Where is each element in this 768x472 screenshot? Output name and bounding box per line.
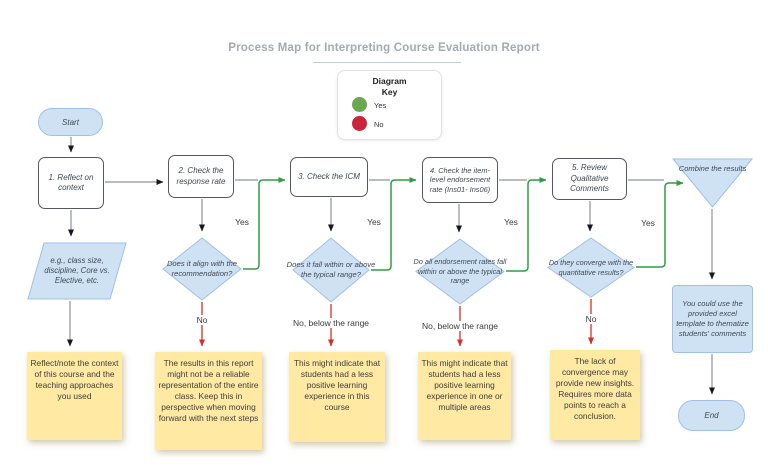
title-underline (313, 62, 461, 63)
edge-yes-1 (243, 177, 286, 270)
edge-yes-4 (636, 180, 684, 268)
start-node: Start (38, 108, 103, 136)
yes-color-icon (352, 97, 367, 112)
edge-label-no-3: No, below the range (410, 321, 510, 331)
legend-yes-label: Yes (374, 101, 387, 110)
step-4-check-endorsement-rate: 4. Check the item-level endorsement rate… (422, 157, 498, 203)
edge-label-yes-1: Yes (235, 217, 249, 227)
step-2-check-response-rate: 2. Check the response rate (168, 155, 234, 198)
edge-yes-3 (506, 177, 547, 272)
step-3-check-icm: 3. Check the ICM (290, 157, 368, 197)
edge-label-no-4: No (577, 314, 605, 324)
step-5-review-qualitative-comments: 5. Review Qualitative Comments (552, 158, 627, 200)
edge-label-no-1: No (188, 315, 216, 325)
note-lack-of-convergence: The lack of convergence may provide new … (550, 350, 640, 440)
edge-label-yes-2: Yes (367, 217, 381, 227)
excel-template-tip: You could use the provided excel templat… (672, 285, 753, 353)
edge-label-yes-3: Yes (504, 217, 518, 227)
no-color-icon (352, 116, 367, 131)
note-less-positive-course: This might indicate that students had a … (289, 352, 385, 442)
edge-label-yes-4: Yes (641, 218, 655, 228)
note-less-positive-areas: This might indicate that students had a … (418, 352, 511, 440)
legend-no-label: No (374, 120, 384, 129)
note-unreliable-representation: The results in this report might not be … (155, 352, 262, 450)
note-reflect-context: Reflect/note the context of this course … (27, 352, 122, 440)
page-title: Process Map for Interpreting Course Eval… (228, 42, 540, 54)
edge-yes-2 (371, 177, 417, 271)
edge-label-no-2: No, below the range (281, 318, 381, 328)
step-1-reflect-context: 1. Reflect on context (38, 157, 104, 209)
diagram-key-title: Diagram Key (372, 76, 407, 97)
end-node: End (678, 400, 745, 431)
